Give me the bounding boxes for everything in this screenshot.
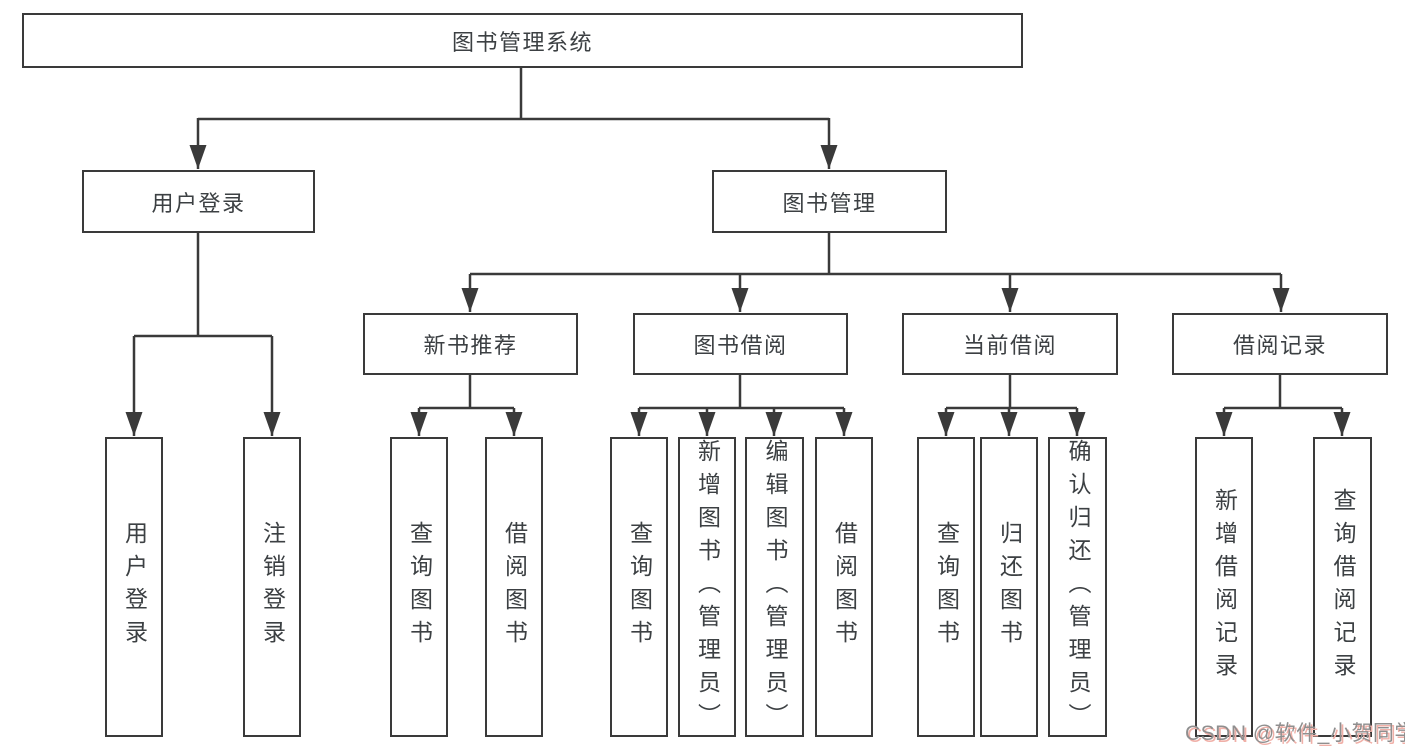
- leaf-add-book-admin: 新增图书（管理员）: [678, 437, 736, 737]
- node-label: 新增图书（管理员）: [694, 438, 721, 736]
- leaf-logout: 注销登录: [243, 437, 301, 737]
- line-user-login-split: [134, 233, 272, 338]
- leaf-query-borrow-record: 查询借阅记录: [1313, 437, 1372, 737]
- leaf-borrow-books-2: 借阅图书: [815, 437, 873, 737]
- leaf-query-books-3: 查询图书: [917, 437, 975, 737]
- node-borrowing-records: 借阅记录: [1172, 313, 1388, 375]
- line-borrow-record-split: [1224, 375, 1342, 410]
- line-new-book-split: [419, 375, 514, 410]
- leaf-add-borrow-record: 新增借阅记录: [1195, 437, 1253, 737]
- node-label: 查询图书: [626, 521, 653, 653]
- node-label: 确认归还（管理员）: [1065, 438, 1091, 736]
- line-current-borrow-split: [946, 375, 1077, 410]
- leaf-edit-book-admin: 编辑图书（管理员）: [745, 437, 804, 737]
- node-label: 图书管理系统: [451, 29, 593, 55]
- leaf-query-books-1: 查询图书: [390, 437, 448, 737]
- csdn-watermark: CSDN @软件_小贺同学: [1185, 722, 1405, 745]
- leaf-return-books: 归还图书: [980, 437, 1038, 737]
- node-label: 用户登录: [151, 190, 246, 216]
- node-label: 借阅图书: [501, 521, 528, 653]
- node-label: 注销登录: [259, 521, 286, 653]
- line-book-borrow-split: [639, 375, 844, 410]
- node-label: 新增借阅记录: [1211, 488, 1238, 686]
- node-book-borrowing: 图书借阅: [633, 313, 848, 375]
- node-system-root: 图书管理系统: [22, 13, 1023, 68]
- node-book-management: 图书管理: [712, 170, 947, 233]
- node-label: 当前借阅: [962, 333, 1057, 358]
- line-book-mgmt-split: [470, 233, 1281, 276]
- node-label: 编辑图书（管理员）: [762, 438, 788, 736]
- node-label: 查询图书: [933, 521, 960, 653]
- leaf-borrow-books-1: 借阅图书: [485, 437, 543, 737]
- node-new-book-recommend: 新书推荐: [363, 313, 578, 375]
- node-user-login: 用户登录: [82, 170, 315, 233]
- leaf-user-login: 用户登录: [105, 437, 163, 737]
- line-root-split: [198, 68, 829, 121]
- node-label: 借阅图书: [831, 521, 858, 653]
- node-label: 归还图书: [996, 521, 1023, 653]
- node-label: 查询图书: [406, 521, 433, 653]
- leaf-query-books-2: 查询图书: [610, 437, 668, 737]
- leaf-confirm-return-admin: 确认归还（管理员）: [1048, 437, 1107, 737]
- node-label: 图书管理: [782, 190, 877, 216]
- node-label: 新书推荐: [423, 333, 518, 358]
- node-label: 借阅记录: [1232, 333, 1327, 358]
- node-current-borrowing: 当前借阅: [902, 313, 1118, 375]
- node-label: 图书借阅: [693, 333, 788, 358]
- node-label: 查询借阅记录: [1330, 488, 1356, 686]
- node-label: 用户登录: [121, 521, 148, 653]
